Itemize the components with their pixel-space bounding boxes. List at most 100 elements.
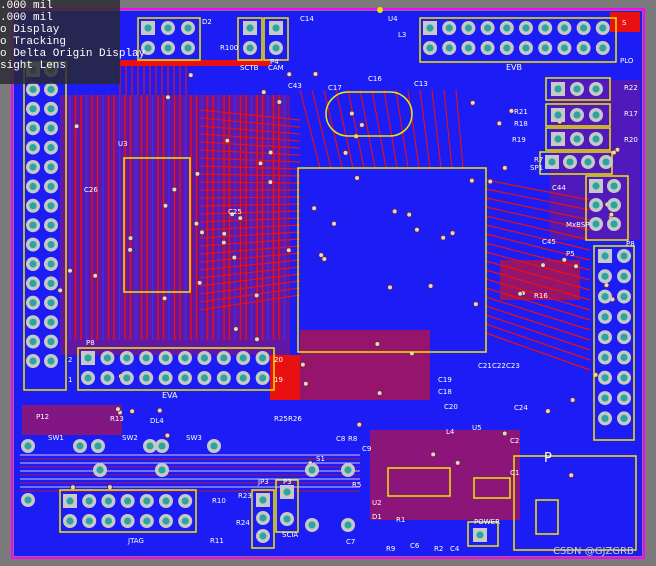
- header-d2-pin[interactable]: [141, 41, 155, 55]
- header-left-pin[interactable]: [44, 218, 58, 233]
- header-jtag-pin[interactable]: [63, 494, 77, 508]
- header-eva-pin[interactable]: [197, 351, 212, 365]
- power-led-pin[interactable]: [473, 528, 487, 542]
- header-evb-pin[interactable]: [461, 41, 476, 55]
- switch-pin[interactable]: [155, 463, 169, 477]
- header-j-pin[interactable]: [607, 179, 621, 193]
- header-eva-pin[interactable]: [100, 371, 115, 385]
- header-eva-pin[interactable]: [81, 371, 95, 385]
- header-jtag-pin[interactable]: [82, 514, 97, 528]
- header-r20-pin[interactable]: [551, 132, 565, 146]
- header-r18-pin[interactable]: [570, 108, 584, 122]
- header-sp1-pin[interactable]: [581, 155, 595, 169]
- header-j-pin[interactable]: [589, 198, 603, 212]
- header-evb-pin[interactable]: [595, 21, 610, 35]
- header-d2-pin[interactable]: [181, 21, 195, 35]
- header-jtag-pin[interactable]: [159, 514, 173, 528]
- header-left-pin[interactable]: [26, 334, 40, 349]
- header-evb-pin[interactable]: [442, 21, 457, 35]
- header-left-pin[interactable]: [26, 295, 40, 310]
- header-eva-pin[interactable]: [178, 351, 192, 365]
- header-p5-pin[interactable]: [617, 289, 631, 304]
- header-left-pin[interactable]: [44, 295, 58, 310]
- header-sp1-pin[interactable]: [563, 155, 577, 169]
- switch-pin[interactable]: [341, 463, 355, 477]
- switch-pin[interactable]: [305, 518, 319, 532]
- header-j-pin[interactable]: [589, 217, 603, 231]
- header-evb-pin[interactable]: [499, 41, 514, 55]
- header-d2-pin[interactable]: [181, 41, 195, 55]
- header-evb-pin[interactable]: [423, 21, 437, 35]
- header-d2-pin[interactable]: [161, 41, 175, 55]
- header-left-pin[interactable]: [26, 198, 40, 213]
- header-jtag-pin[interactable]: [178, 494, 193, 508]
- header-eva-pin[interactable]: [139, 371, 154, 385]
- header-eva-pin[interactable]: [197, 371, 212, 385]
- header-d2-pin[interactable]: [141, 21, 155, 35]
- header-p5-pin[interactable]: [617, 411, 631, 426]
- header-left-pin[interactable]: [26, 354, 40, 368]
- header-left-pin[interactable]: [44, 334, 58, 349]
- header-evb-pin[interactable]: [423, 41, 437, 55]
- header-r18-pin[interactable]: [589, 108, 603, 122]
- header-left-pin[interactable]: [26, 179, 40, 194]
- header-p5-pin[interactable]: [617, 350, 631, 365]
- header-jtag-pin[interactable]: [101, 514, 116, 528]
- header-left-pin[interactable]: [26, 257, 40, 271]
- header-p5-pin[interactable]: [617, 330, 631, 345]
- header-p5-pin[interactable]: [598, 370, 612, 385]
- header-evb-pin[interactable]: [557, 21, 572, 35]
- header-r22-pin[interactable]: [551, 82, 565, 96]
- header-left-pin[interactable]: [26, 101, 40, 116]
- header-jtag-pin[interactable]: [63, 514, 77, 528]
- header-eva-pin[interactable]: [119, 351, 134, 365]
- header-p5-pin[interactable]: [598, 269, 612, 284]
- header-jtag-pin[interactable]: [159, 494, 173, 508]
- header-left-pin[interactable]: [44, 198, 58, 213]
- header-eva-pin[interactable]: [216, 351, 231, 365]
- switch-pin[interactable]: [341, 518, 355, 532]
- header-left-pin[interactable]: [44, 237, 58, 252]
- header-r22-pin[interactable]: [570, 82, 584, 96]
- switch-pin[interactable]: [21, 493, 35, 507]
- header-eva-pin[interactable]: [158, 371, 173, 385]
- header-eva-pin[interactable]: [119, 371, 134, 385]
- header-eva-pin[interactable]: [81, 351, 95, 365]
- header-jtag-pin[interactable]: [120, 494, 135, 508]
- header-p5-pin[interactable]: [617, 370, 631, 385]
- header-eva-pin[interactable]: [255, 371, 270, 385]
- switch-pin[interactable]: [155, 439, 169, 453]
- header-p5-pin[interactable]: [598, 411, 612, 426]
- header-r22-pin[interactable]: [589, 82, 603, 96]
- header-left-pin[interactable]: [26, 315, 40, 330]
- header-jtag-pin[interactable]: [101, 494, 116, 508]
- header-evb-pin[interactable]: [576, 41, 591, 55]
- switch-pin[interactable]: [93, 463, 107, 477]
- header-left-pin[interactable]: [26, 140, 40, 155]
- header-jtag-pin[interactable]: [120, 514, 135, 528]
- header-left-pin[interactable]: [44, 101, 58, 116]
- header-eva-pin[interactable]: [178, 371, 192, 385]
- header-evb-pin[interactable]: [480, 21, 495, 35]
- header-left-pin[interactable]: [26, 82, 40, 97]
- header-jp3-pin[interactable]: [256, 511, 270, 525]
- switch-pin[interactable]: [207, 439, 221, 453]
- header-p5-pin[interactable]: [617, 249, 631, 263]
- header-evb-pin[interactable]: [557, 41, 572, 55]
- header-left-pin[interactable]: [26, 121, 40, 136]
- header-p5-pin[interactable]: [598, 350, 612, 365]
- header-j-pin[interactable]: [607, 198, 621, 212]
- header-sp1-pin[interactable]: [599, 155, 613, 169]
- header-left-pin[interactable]: [44, 179, 58, 194]
- header-eva-pin[interactable]: [236, 351, 251, 365]
- header-left-pin[interactable]: [44, 121, 58, 136]
- header-r18-pin[interactable]: [551, 108, 565, 122]
- switch-pin[interactable]: [305, 463, 319, 477]
- header-evb-pin[interactable]: [519, 21, 533, 35]
- header-p5-pin[interactable]: [598, 330, 612, 345]
- header-p5-pin[interactable]: [598, 289, 612, 304]
- header-eva-pin[interactable]: [255, 351, 270, 365]
- header-p5-pin[interactable]: [617, 391, 631, 406]
- header-jp3-pin[interactable]: [256, 493, 270, 507]
- header-j-pin[interactable]: [607, 217, 621, 231]
